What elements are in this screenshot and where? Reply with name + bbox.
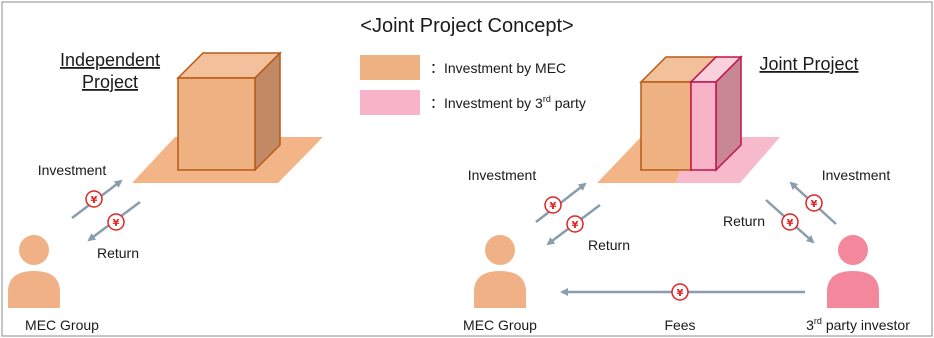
yen-coin-icon: ¥ <box>544 196 562 214</box>
independent-mec-label: MEC Group <box>25 317 99 333</box>
yen-coin-icon: ¥ <box>805 194 823 212</box>
mec-group-person-icon <box>474 235 526 308</box>
svg-text:¥: ¥ <box>811 199 818 210</box>
joint-third-return-label: Return <box>723 213 765 229</box>
independent-mec-block <box>176 51 282 172</box>
third-party-investor-label: 3rd party investor <box>806 316 910 333</box>
legend-mec-label: ：Investment by MEC <box>430 60 566 76</box>
independent-investment-label: Investment <box>38 162 107 178</box>
joint-third-party-block <box>689 55 743 172</box>
diagram-title: <Joint Project Concept> <box>360 15 573 37</box>
yen-coin-icon: ¥ <box>781 213 799 231</box>
legend-mec-swatch <box>360 55 420 80</box>
svg-text:¥: ¥ <box>572 220 579 231</box>
independent-heading-line1: Independent <box>60 50 160 70</box>
joint-mec-investment-label: Investment <box>468 167 537 183</box>
fees-label: Fees <box>664 317 695 333</box>
third-party-person-icon <box>827 235 879 308</box>
yen-coin-icon: ¥ <box>107 213 125 231</box>
yen-coin-icon: ¥ <box>85 190 103 208</box>
joint-mec-return-label: Return <box>588 237 630 253</box>
svg-text:¥: ¥ <box>91 195 98 206</box>
yen-coin-icon: ¥ <box>671 283 689 301</box>
svg-text:¥: ¥ <box>113 218 120 229</box>
joint-third-investment-label: Investment <box>822 167 891 183</box>
joint-heading: Joint Project <box>759 54 858 74</box>
independent-heading-line2: Project <box>82 72 138 92</box>
joint-mec-label: MEC Group <box>463 317 537 333</box>
legend-third-swatch <box>360 90 420 115</box>
mec-group-person-icon <box>8 235 60 308</box>
legend-third-label: ：Investment by 3rd party <box>430 94 586 111</box>
svg-text:¥: ¥ <box>677 288 684 299</box>
svg-text:¥: ¥ <box>550 201 557 212</box>
svg-text:¥: ¥ <box>787 218 794 229</box>
yen-coin-icon: ¥ <box>566 215 584 233</box>
independent-return-label: Return <box>97 245 139 261</box>
